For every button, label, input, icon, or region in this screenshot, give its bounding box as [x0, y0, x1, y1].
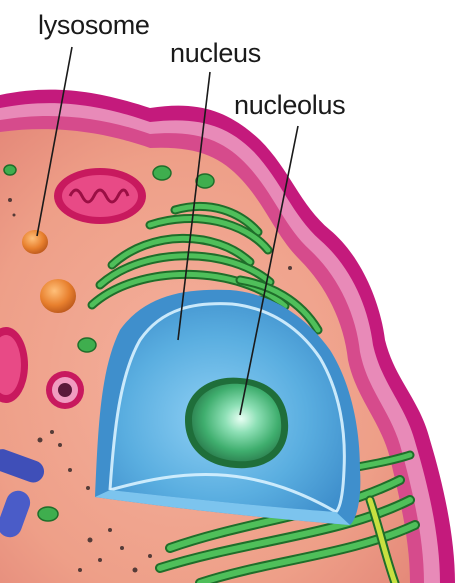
leader-lines: [36, 46, 299, 416]
leader-line-lysosome: [36, 46, 73, 237]
green-vesicles: [3, 164, 215, 522]
lysosome-organelle: [22, 230, 48, 254]
lysosome-organelle-2: [40, 279, 76, 313]
label-lysosome: lysosome: [38, 10, 150, 40]
leader-line-nucleus: [177, 71, 211, 341]
leader-line-nucleolus: [239, 125, 299, 416]
vesicle-pink: [46, 371, 84, 409]
label-nucleolus: nucleolus: [234, 90, 346, 120]
label-nucleus: nucleus: [170, 38, 261, 68]
mitochondrion-top: [54, 168, 146, 224]
mitochondrion-left: [0, 327, 28, 403]
transport-vesicles: [0, 449, 45, 538]
nucleolus-organelle: [185, 377, 289, 469]
